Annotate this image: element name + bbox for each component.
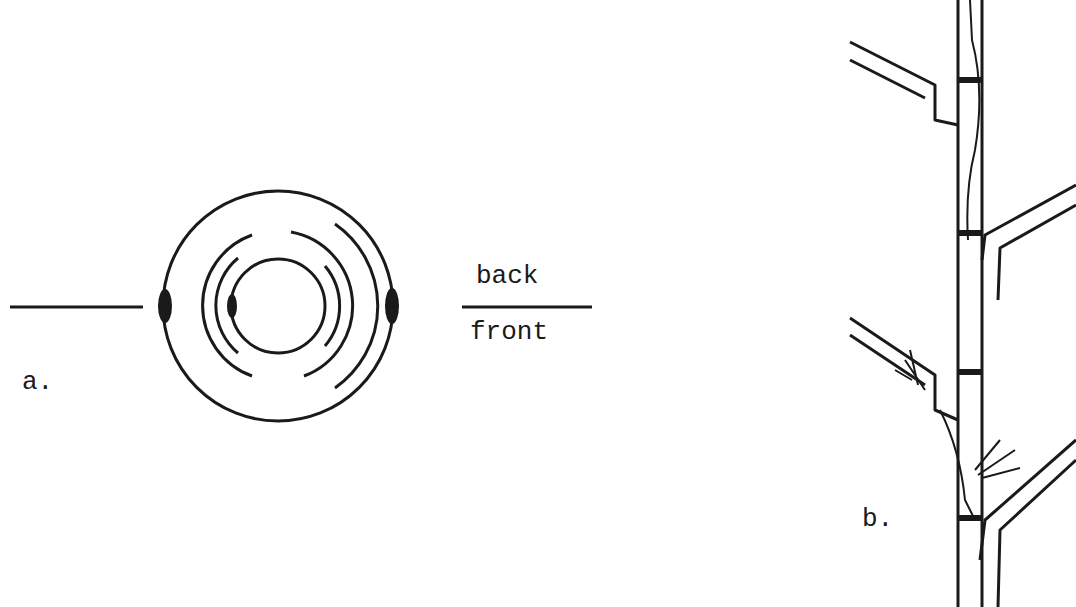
bud — [385, 288, 399, 324]
plane-line — [462, 306, 592, 309]
plane-line — [10, 306, 143, 309]
outer-sheath — [163, 191, 393, 421]
branch — [850, 318, 958, 420]
tendril — [975, 440, 1020, 478]
sheath-arc — [203, 235, 252, 376]
bud-marks — [158, 288, 399, 324]
sheath-arc — [216, 258, 238, 353]
tendril — [895, 350, 925, 390]
figure-label: back — [476, 262, 538, 291]
node-band — [958, 369, 982, 375]
bud — [227, 294, 237, 318]
branch — [982, 185, 1076, 260]
branch — [850, 42, 958, 125]
branch — [850, 335, 925, 385]
figure-label: front — [470, 318, 548, 347]
stem-cross-section — [10, 191, 592, 421]
bud — [158, 289, 172, 323]
branch — [850, 60, 925, 98]
branch — [980, 440, 1076, 560]
node-band — [958, 230, 982, 236]
sheath-arc — [335, 224, 378, 388]
sheath-arc — [325, 266, 340, 346]
sheath-arc — [291, 232, 353, 376]
node-band — [958, 515, 982, 521]
fiber — [940, 410, 975, 520]
figure-label: a. — [22, 368, 53, 397]
figure-label: b. — [862, 505, 893, 534]
branch — [998, 205, 1076, 300]
inner-stem — [231, 259, 325, 353]
branch — [998, 460, 1076, 607]
stem-side-view — [850, 0, 1076, 607]
fiber — [967, 0, 979, 240]
